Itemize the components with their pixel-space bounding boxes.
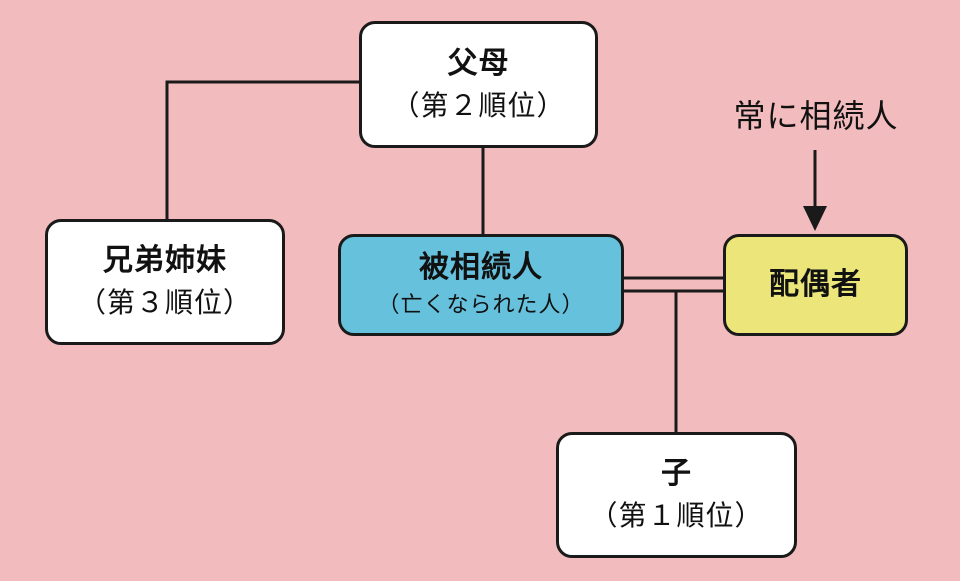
- siblings-rank: （第３順位）: [77, 286, 252, 319]
- parents-node: 父母 （第２順位）: [359, 21, 598, 148]
- deceased-note: （亡くなられた人）: [377, 293, 585, 318]
- deceased-label: 被相続人: [419, 250, 543, 285]
- parents-label: 父母: [447, 45, 510, 81]
- child-rank: （第１順位）: [589, 499, 764, 532]
- deceased-node: 被相続人 （亡くなられた人）: [338, 234, 624, 336]
- parents-rank: （第２順位）: [391, 88, 566, 122]
- siblings-label: 兄弟姉妹: [103, 243, 227, 278]
- siblings-node: 兄弟姉妹 （第３順位）: [45, 219, 285, 345]
- spouse-annotation: 常に相続人: [733, 97, 899, 135]
- parents-siblings-connector: [165, 80, 359, 219]
- spouse-node: 配偶者: [723, 234, 908, 336]
- annotation-arrow-head: [803, 206, 827, 231]
- child-node: 子 （第１順位）: [556, 432, 797, 558]
- spouse-label: 配偶者: [769, 267, 862, 302]
- child-label: 子: [661, 456, 692, 491]
